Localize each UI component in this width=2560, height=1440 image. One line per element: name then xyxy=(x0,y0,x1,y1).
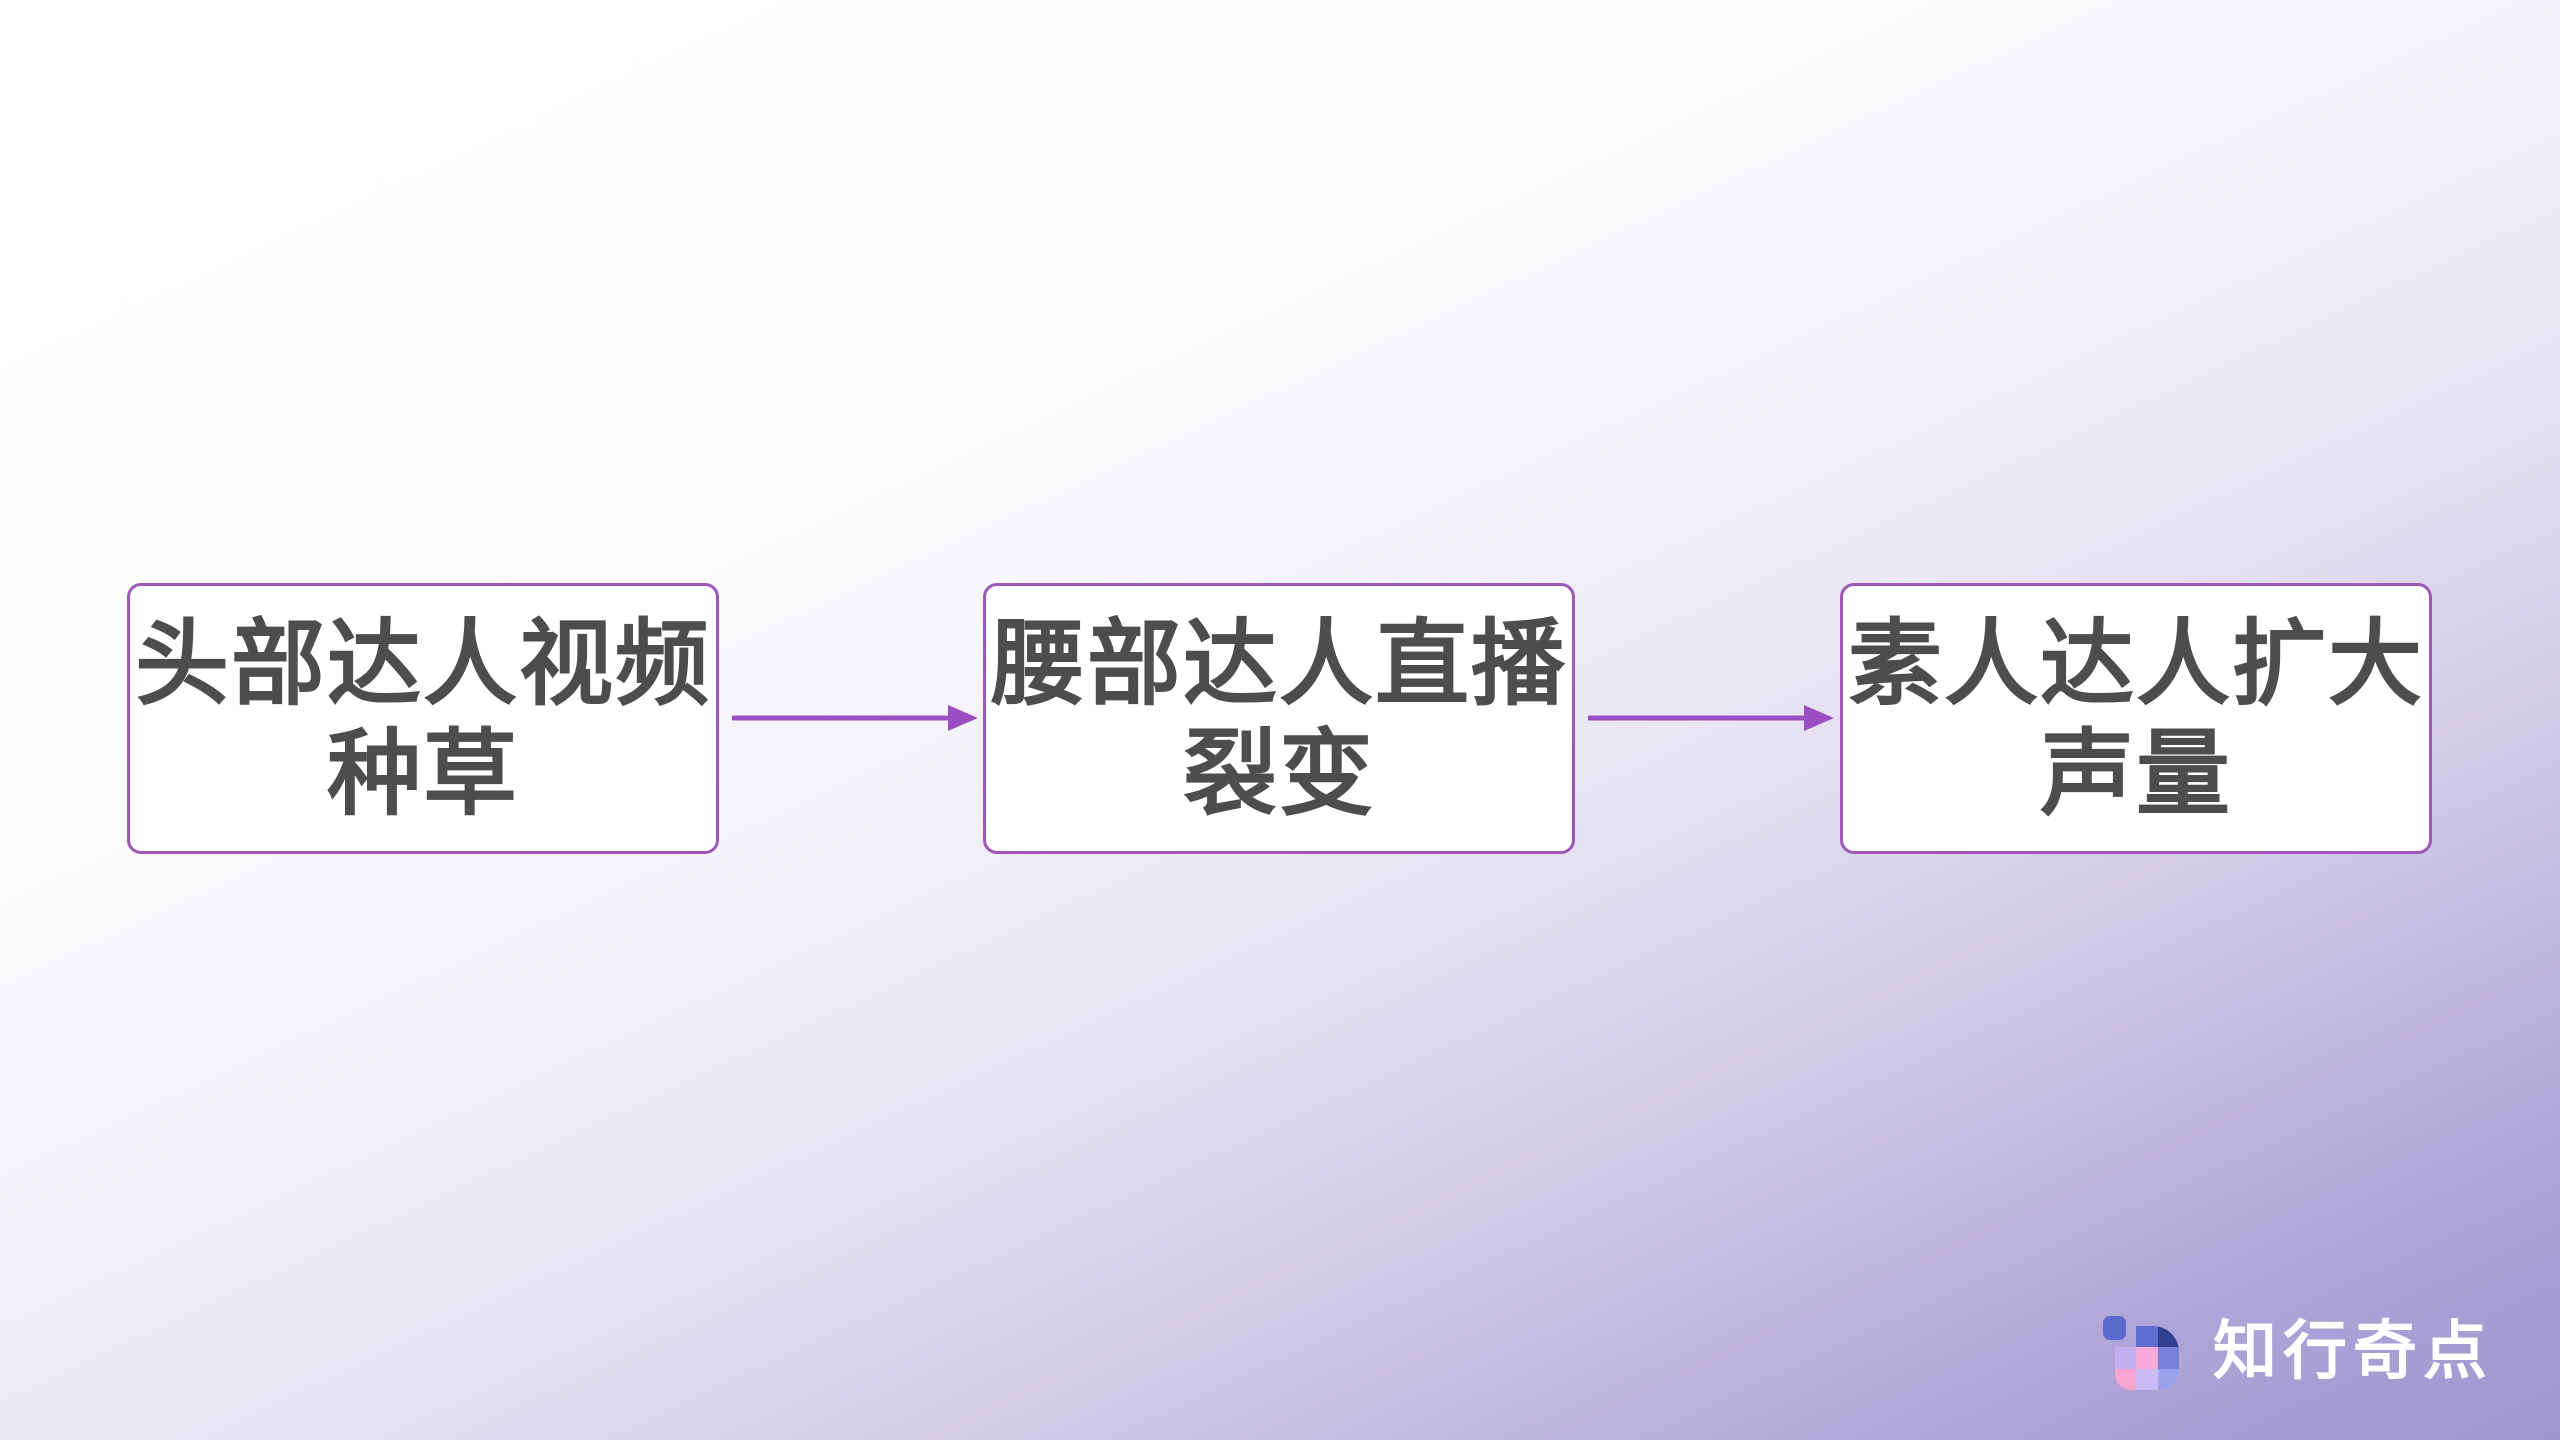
mosaic-cell xyxy=(2136,1326,2158,1348)
mosaic-grid xyxy=(2115,1326,2179,1390)
flow-box-step-2: 腰部达人直播 裂变 xyxy=(983,583,1575,854)
mosaic-cell xyxy=(2157,1347,2179,1369)
flow-box-label-line: 种草 xyxy=(326,720,519,826)
flow-box-label-line: 头部达人视频 xyxy=(134,611,711,717)
mosaic-cell xyxy=(2157,1326,2179,1348)
flow-box-label-line: 素人达人扩大 xyxy=(1847,611,2424,717)
flow-box-label-line: 裂变 xyxy=(1182,720,1375,826)
mosaic-cell xyxy=(2136,1368,2158,1390)
brand-logo: 知行奇点 xyxy=(2103,1312,2493,1390)
mosaic-chip xyxy=(2103,1316,2126,1340)
arrow-head-icon xyxy=(1804,705,1834,731)
mosaic-cell-empty xyxy=(2115,1326,2136,1347)
flow-box-label-line: 腰部达人直播 xyxy=(990,611,1567,717)
mosaic-cell xyxy=(2136,1347,2158,1369)
flow-box-step-1: 头部达人视频 种草 xyxy=(127,583,719,854)
brand-logo-text: 知行奇点 xyxy=(2213,1315,2493,1387)
mosaic-cell xyxy=(2115,1368,2137,1390)
mosaic-cell xyxy=(2115,1347,2137,1369)
flow-box-label-line: 声量 xyxy=(2039,720,2232,826)
flow-arrow-1 xyxy=(732,705,978,731)
flow-arrow-2 xyxy=(1588,705,1834,731)
mosaic-grid-icon xyxy=(2103,1312,2179,1390)
flow-box-step-3: 素人达人扩大 声量 xyxy=(1840,583,2432,854)
mosaic-cell xyxy=(2157,1368,2179,1390)
arrow-head-icon xyxy=(948,705,978,731)
